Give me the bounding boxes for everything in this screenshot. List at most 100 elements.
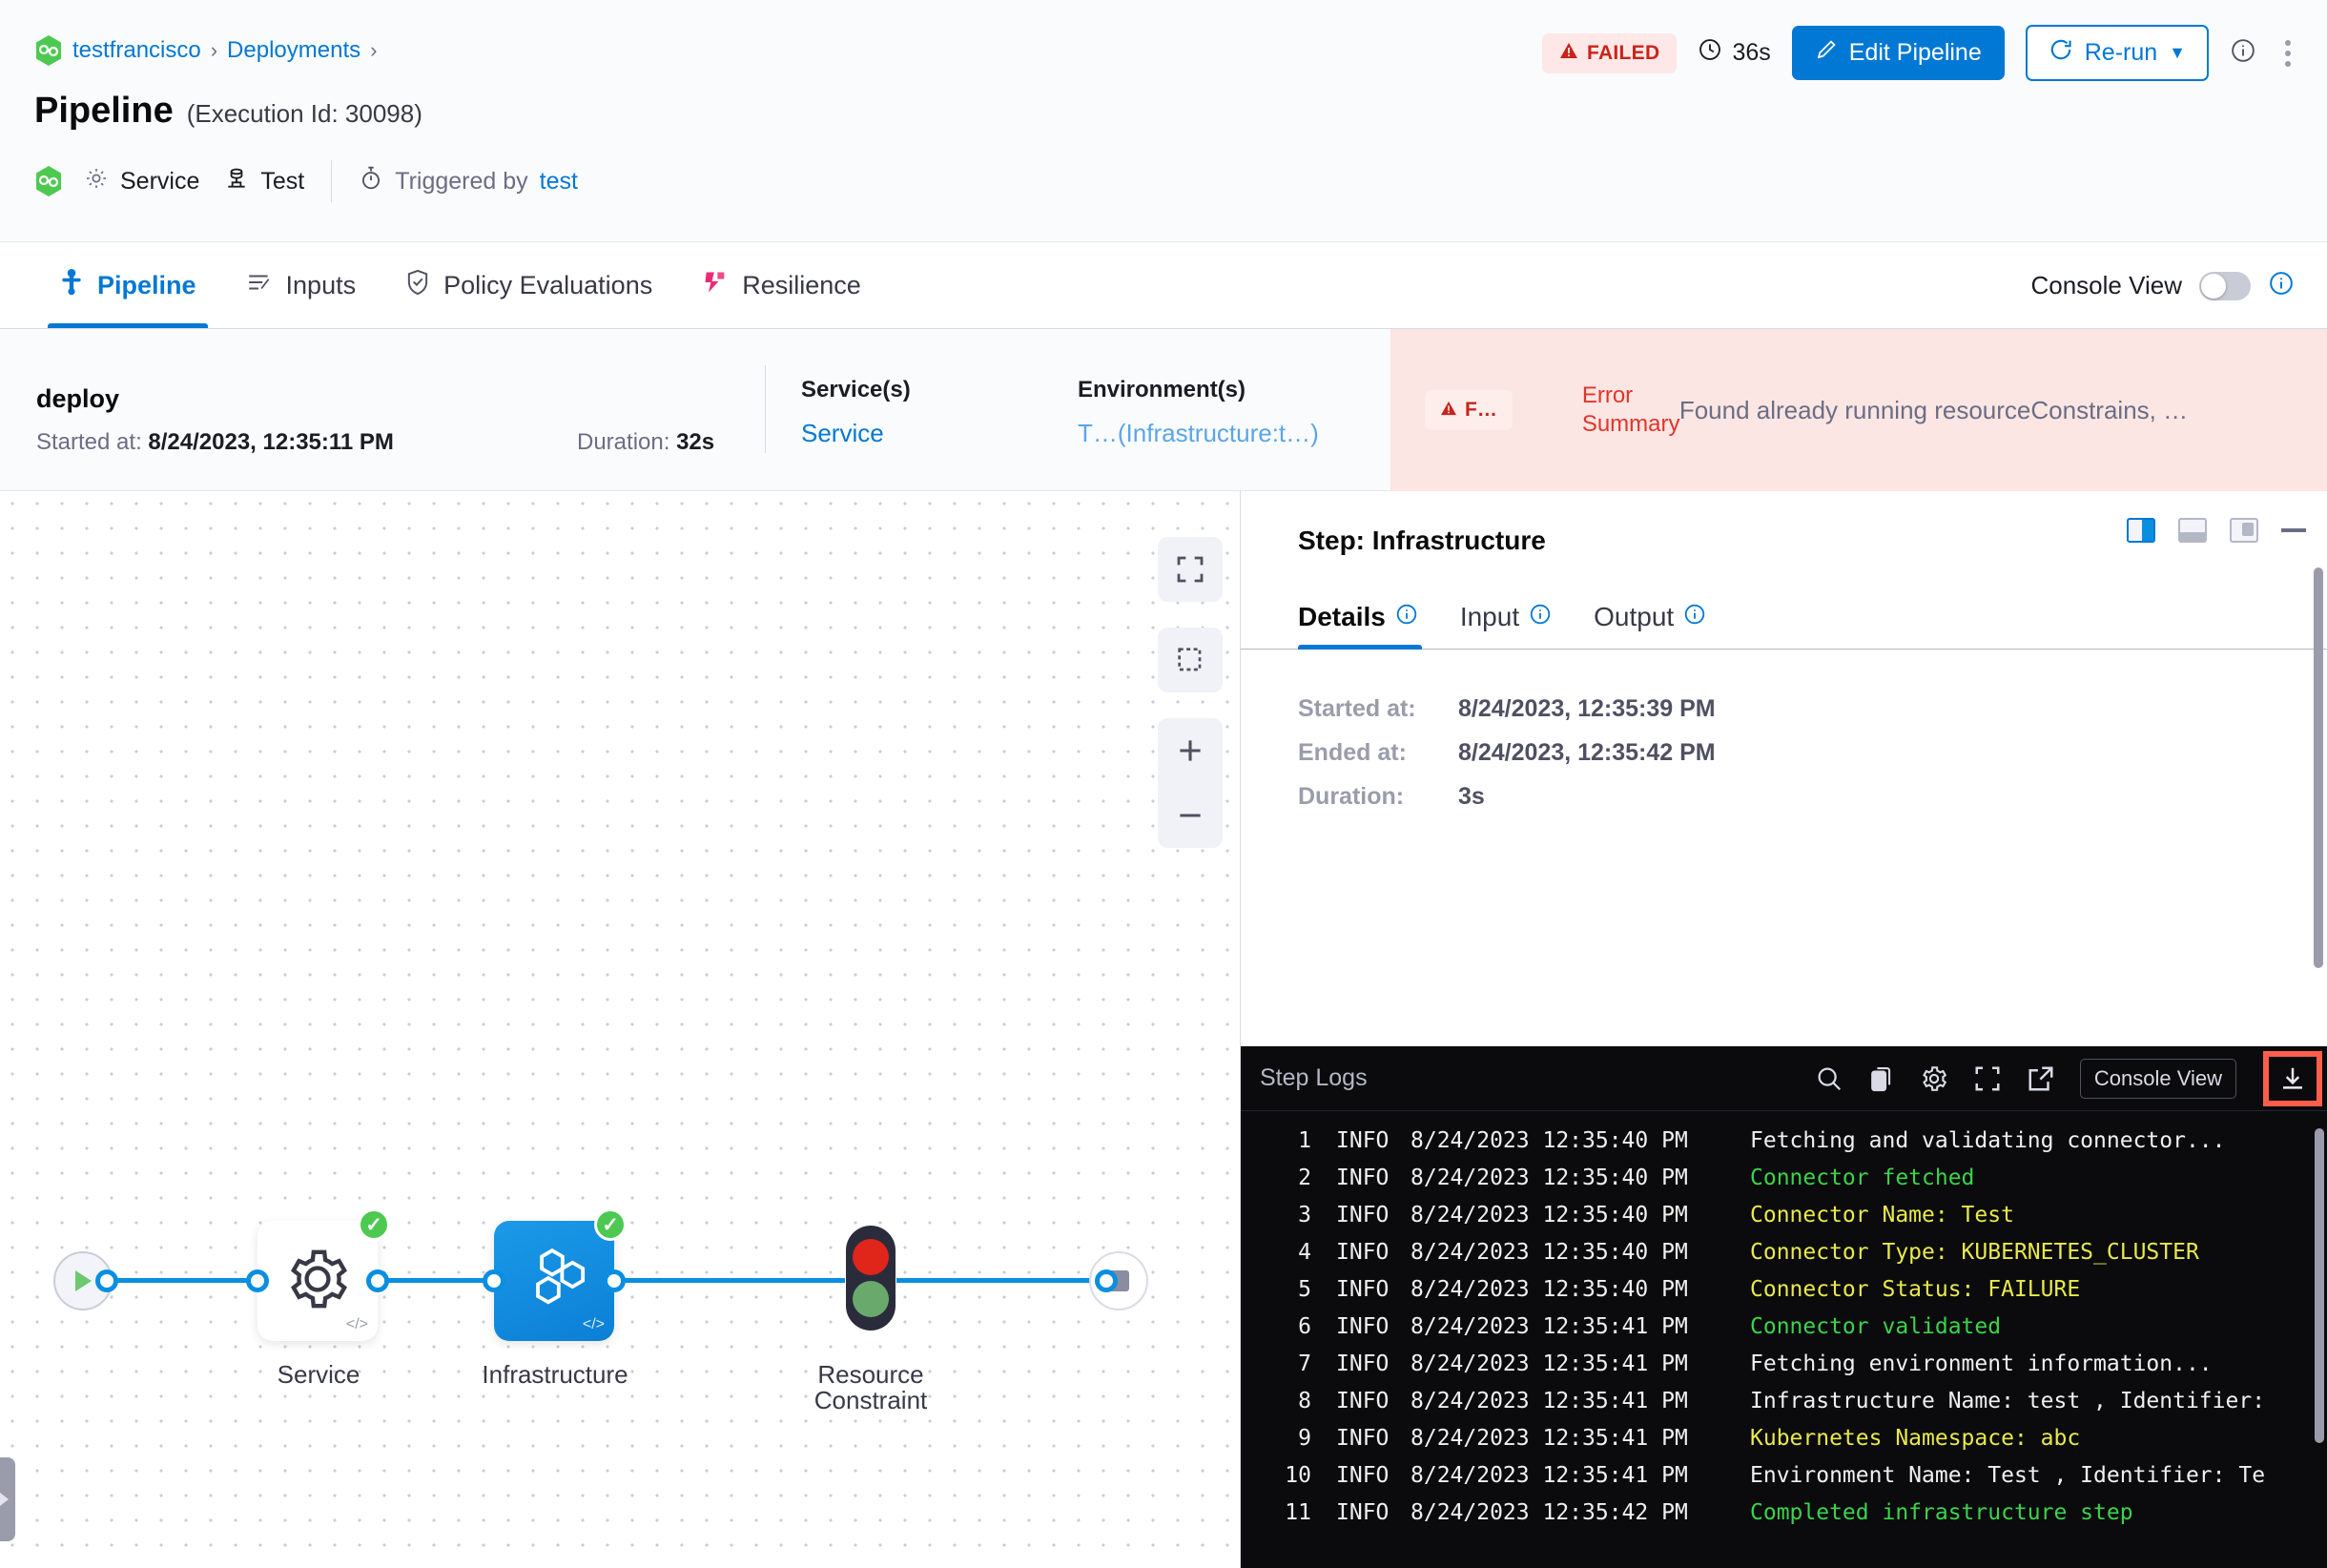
- tab-inputs[interactable]: Inputs: [221, 242, 381, 328]
- tab-resilience-label: Resilience: [742, 270, 861, 299]
- detail-value-ended: 8/24/2023, 12:35:42 PM: [1458, 739, 1716, 766]
- step-tab-details[interactable]: Details: [1298, 585, 1439, 650]
- log-timestamp: 8/24/2023 12:35:40 PM: [1411, 1166, 1688, 1190]
- left-panel-expand-handle[interactable]: [0, 1457, 15, 1541]
- stage-services-value[interactable]: Service: [801, 419, 884, 447]
- graph-node-service[interactable]: ✓ </>: [257, 1208, 390, 1341]
- harness-logo-icon-small: [34, 165, 63, 197]
- log-line-number: 6: [1298, 1314, 1311, 1339]
- step-tab-output[interactable]: Output: [1573, 585, 1727, 649]
- gear-icon-logs[interactable]: [1920, 1064, 1948, 1093]
- tab-pipeline[interactable]: Pipeline: [34, 242, 221, 328]
- step-panel-scrollbar[interactable]: [2314, 567, 2323, 968]
- log-level: INFO: [1336, 1426, 1390, 1451]
- stage-duration: Duration: 32s: [577, 429, 714, 456]
- log-line-number: 11: [1285, 1500, 1311, 1525]
- console-view-toggle[interactable]: [2199, 271, 2251, 300]
- traffic-light-red-icon: [853, 1239, 889, 1275]
- info-icon[interactable]: [2230, 37, 2256, 69]
- info-icon-input[interactable]: [1529, 602, 1552, 632]
- detail-row-started: Started at: 8/24/2023, 12:35:39 PM: [1298, 695, 2327, 723]
- harness-logo-icon: [34, 34, 63, 67]
- shield-check-icon: [405, 269, 430, 302]
- logs-scrollbar[interactable]: [2315, 1128, 2324, 1443]
- stage-started-label: Started at:: [36, 429, 142, 455]
- graph-node-infrastructure[interactable]: ✓ </>: [494, 1208, 627, 1341]
- step-logs-panel: Step Logs: [1241, 1046, 2327, 1568]
- fullscreen-icon[interactable]: [1973, 1064, 2002, 1093]
- select-area-icon[interactable]: [1158, 628, 1223, 692]
- triggered-by-user[interactable]: test: [539, 167, 578, 195]
- execution-id: (Execution Id: 30098): [186, 99, 422, 128]
- graph-control-select-area[interactable]: [1158, 628, 1223, 692]
- info-icon-details[interactable]: [1395, 602, 1418, 632]
- step-panel-title: Step: Infrastructure: [1298, 526, 1546, 555]
- log-line-number: 5: [1298, 1277, 1311, 1302]
- fit-screen-icon[interactable]: [1158, 537, 1223, 602]
- panel-right-icon[interactable]: [2127, 518, 2155, 543]
- zoom-in-icon[interactable]: [1158, 718, 1223, 783]
- panel-bottom-icon[interactable]: [2178, 518, 2207, 543]
- open-external-icon[interactable]: [2027, 1064, 2055, 1093]
- tab-resilience[interactable]: Resilience: [677, 242, 886, 328]
- log-level: INFO: [1336, 1463, 1390, 1488]
- stage-started-value: 8/24/2023, 12:35:11 PM: [148, 429, 394, 455]
- log-message: Kubernetes Namespace: abc: [1750, 1426, 2081, 1451]
- tab-inputs-label: Inputs: [285, 270, 357, 299]
- panel-float-icon[interactable]: [2230, 518, 2258, 543]
- zoom-control-group: [1158, 718, 1223, 848]
- graph-node-resource-constraint[interactable]: [846, 1226, 896, 1331]
- console-view-info-icon[interactable]: [2268, 270, 2295, 301]
- log-level: INFO: [1336, 1277, 1390, 1302]
- log-timestamp: 8/24/2023 12:35:41 PM: [1411, 1314, 1688, 1339]
- graph-node-service-label: Service: [277, 1360, 360, 1389]
- graph-control-fit[interactable]: [1158, 537, 1223, 602]
- execution-duration-label: 36s: [1732, 39, 1771, 66]
- log-timestamp: 8/24/2023 12:35:40 PM: [1411, 1128, 1688, 1153]
- edit-pipeline-button[interactable]: Edit Pipeline: [1791, 26, 2005, 80]
- pipeline-graph-canvas[interactable]: ✓ </> Service ✓ </> Infrastructure: [0, 491, 1240, 1568]
- error-summary-text: Found already running resourceConstrains…: [1678, 395, 2189, 424]
- tab-policy-evaluations[interactable]: Policy Evaluations: [381, 242, 677, 328]
- zoom-out-icon[interactable]: [1158, 783, 1223, 848]
- port-start-out: [95, 1269, 118, 1292]
- download-icon[interactable]: [2263, 1050, 2322, 1106]
- code-icon: </>: [345, 1316, 368, 1332]
- graph-zoom-controls[interactable]: [1158, 718, 1223, 848]
- graph-end-node[interactable]: [1089, 1251, 1148, 1310]
- port-service-in: [246, 1269, 269, 1292]
- log-level: INFO: [1336, 1314, 1390, 1339]
- log-line-number: 1: [1298, 1128, 1311, 1153]
- rerun-button[interactable]: Re-run ▼: [2025, 25, 2209, 81]
- log-message: Environment Name: Test , Identifier: Te: [1750, 1463, 2266, 1488]
- info-icon-output[interactable]: [1683, 602, 1706, 632]
- step-tab-input[interactable]: Input: [1439, 585, 1573, 649]
- more-options-button[interactable]: [2277, 32, 2298, 74]
- log-timestamp: 8/24/2023 12:35:40 PM: [1411, 1203, 1688, 1228]
- minimize-icon[interactable]: [2281, 528, 2306, 532]
- logs-console-view-button[interactable]: Console View: [2079, 1058, 2236, 1099]
- detail-value-started: 8/24/2023, 12:35:39 PM: [1458, 695, 1716, 722]
- header-actions: FAILED 36s Edit Pipeline Re-run ▼: [1541, 25, 2298, 81]
- breadcrumb-item-org[interactable]: testfrancisco: [72, 37, 201, 63]
- log-line-number: 10: [1285, 1463, 1311, 1488]
- step-panel-tabs: Details Input Output: [1241, 585, 2327, 650]
- search-icon[interactable]: [1815, 1064, 1843, 1093]
- copy-icon[interactable]: [1868, 1064, 1895, 1093]
- warning-triangle-icon: [1559, 42, 1578, 65]
- breadcrumb-item-deployments[interactable]: Deployments: [227, 37, 361, 63]
- stage-environments-value[interactable]: T…(Infrastructure:t…): [1078, 419, 1319, 447]
- log-message: Infrastructure Name: test , Identifier:: [1750, 1389, 2266, 1413]
